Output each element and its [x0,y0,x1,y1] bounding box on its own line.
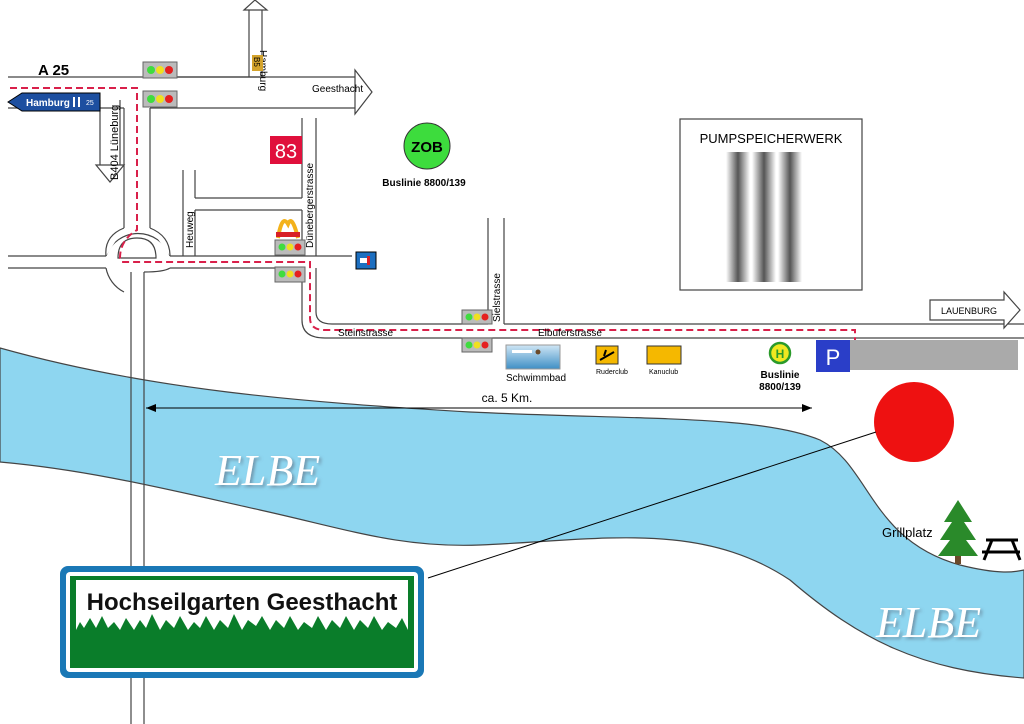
autobahn-icon [73,97,80,107]
hochseil-title: Hochseilgarten Geesthacht [87,589,398,616]
schwimmbad-label: Schwimmbad [506,373,566,384]
distance-label: ca. 5 Km. [482,391,533,405]
elbe-river [0,347,1024,679]
geesthacht-label: Geesthacht [312,84,363,95]
b5-label: B5 [252,57,261,67]
parking-symbol: P [826,345,841,370]
elbe-label-1: ELBE [214,446,320,495]
steinstrasse-label: Steinstrasse [338,328,393,339]
traffic-light-icon [461,309,493,325]
b404-label: B404 Lüneburg [109,105,121,180]
duneberger-label: Dünebergerstrasse [305,163,316,248]
heuweg-label: Heuweg [185,211,196,248]
bus-number-sign: 83 [270,136,302,164]
traffic-light-icon [274,239,306,256]
traffic-lights [142,61,493,353]
hamburg-north-arrow [242,0,269,11]
buslinie-line1: Buslinie [761,370,800,381]
route-line [10,87,955,357]
sielstrasse-label: Sielstrasse [492,273,503,322]
rowing-icon [595,345,619,365]
road-network [8,10,1024,724]
destination-marker [874,382,954,462]
hamburg-sign-number: 25 [86,100,94,107]
parking-lot [848,340,1018,370]
geesthacht-arrow [354,68,373,116]
zob-buslinie-label: Buslinie 8800/139 [382,178,466,189]
distance-marker: ca. 5 Km. [146,391,812,412]
destination-connector [427,431,877,579]
swimmer-icon [505,344,561,370]
canoe-icon [646,345,682,365]
traffic-light-icon [274,266,306,283]
fuel-sign-icon [355,251,377,270]
lauenburg-arrow [929,290,1021,330]
bus-stop-icon: H [768,341,792,365]
traffic-light-icon [142,61,178,79]
road-arrows [94,0,1021,330]
elbuferstrasse-label: Elbuferstrasse [538,328,602,339]
traffic-light-icon [142,90,178,108]
pumpspeicherwerk-label: PUMPSPEICHERWERK [700,131,843,146]
bus-stop-symbol: H [776,347,785,361]
buslinie-line2: 8800/139 [759,382,801,393]
a25-label: A 25 [38,62,69,79]
parking-icon: P [816,340,850,372]
elbe-label-2: ELBE [875,598,981,647]
b5-sign [252,55,263,71]
hochseilgarten-sign: Hochseilgarten Geesthacht [60,566,424,678]
picnic-table-icon [982,538,1022,561]
pumpspeicherwerk: PUMPSPEICHERWERK [679,118,863,291]
tree-icon [938,500,978,564]
zob-marker: ZOB Buslinie 8800/139 [382,122,466,189]
zob-label: ZOB [411,139,443,156]
hamburg-sign-label: Hamburg [26,98,70,109]
grillplatz-label: Grillplatz [882,525,933,540]
lauenburg-label: LAUENBURG [941,306,997,316]
kanuclub-label: Kanuclub [649,369,678,376]
hamburg-sign: Hamburg 25 [7,92,101,112]
traffic-light-icon [461,337,493,353]
roundabout [105,227,171,293]
bus-number-label: 83 [275,141,297,163]
ruderclub-label: Ruderclub [596,369,628,376]
b404-arrow [94,164,126,183]
mcdonalds-icon [276,219,300,239]
